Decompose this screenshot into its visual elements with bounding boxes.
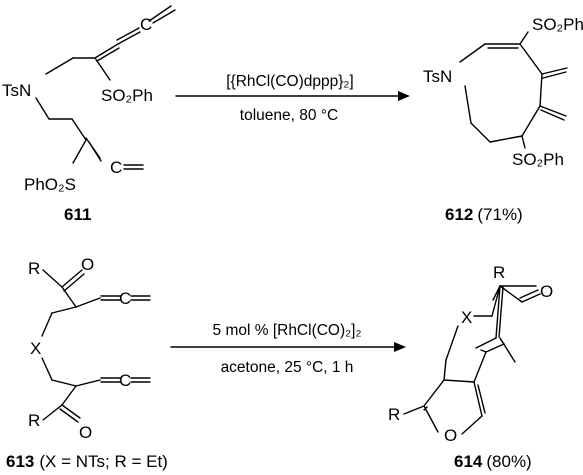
r-group-label: R [388, 405, 400, 424]
tsn-label: TsN [2, 81, 31, 100]
r-group-label: R [493, 263, 505, 282]
compound-id-613: 613 [6, 452, 34, 471]
compound-id-612: 612 [445, 205, 473, 224]
compound-id-614: 614 [454, 452, 483, 471]
compound-613-structure [41, 269, 151, 423]
yield-614: (80%) [486, 452, 531, 471]
svg-text:613(X = NTs; R = Et): 613 (X = NTs; R = Et) [6, 452, 168, 471]
catalyst-text: 5 mol % [RhCl(CO)₂]₂ [213, 322, 362, 339]
conditions-text: acetone, 25 °C, 1 h [221, 359, 354, 376]
arrowhead-icon [394, 342, 406, 352]
product-612-caption: 612(71%) [445, 205, 523, 224]
r-group-label: R [28, 411, 40, 430]
product-614-caption: 614(80%) [454, 452, 532, 471]
allene-carbon-label: C [119, 371, 131, 390]
so2ph-label: SO₂Ph [101, 86, 153, 105]
reactant-613-caption: 613 (X = NTs; R = Et) [6, 452, 168, 471]
compound-id-611: 611 [64, 205, 91, 224]
ketone-oxygen-label: O [81, 255, 94, 274]
allene-carbon-label: C [119, 289, 131, 308]
compound-611-structure [35, 5, 176, 170]
yield-612: (71%) [477, 205, 522, 224]
substituent-definition: (X = NTs; R = Et) [39, 452, 167, 471]
svg-text:614(80%): 614(80%) [454, 452, 532, 471]
ketone-oxygen-label: O [79, 423, 92, 442]
furan-oxygen-label: O [444, 426, 457, 445]
so2ph-label: SO₂Ph [532, 15, 583, 34]
x-group-label: X [30, 339, 41, 358]
r-group-label: R [28, 259, 40, 278]
so2ph-label: SO₂Ph [512, 150, 564, 169]
phso2-label: PhO₂S [24, 175, 76, 194]
allene-carbon-label: C [110, 158, 122, 177]
svg-text:612(71%): 612(71%) [445, 205, 523, 224]
compound-612-structure [459, 31, 568, 149]
allene-carbon-label: C [140, 15, 152, 34]
catalyst-text: [{RhCl(CO)dppp}₂] [226, 73, 354, 90]
conditions-text: toluene, 80 °C [240, 107, 338, 124]
compound-614-structure [403, 285, 541, 435]
arrowhead-icon [398, 91, 410, 101]
tsn-label: TsN [423, 67, 452, 86]
ketone-oxygen-label: O [540, 282, 553, 301]
x-group-label: X [461, 308, 472, 327]
